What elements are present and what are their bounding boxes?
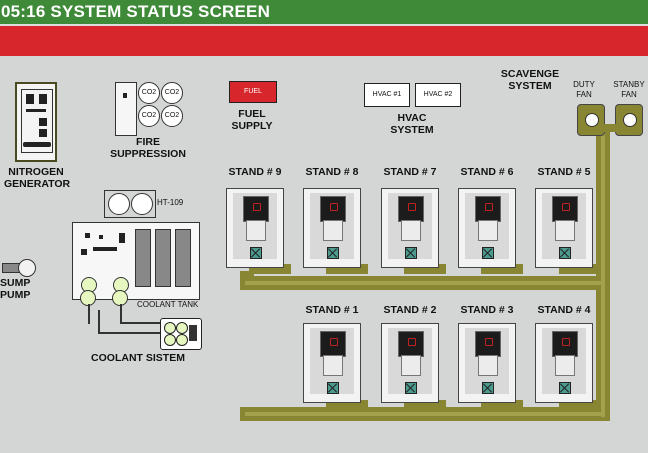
sump-label-line1: SUMP — [0, 277, 31, 289]
standby-fan-icon[interactable] — [615, 104, 643, 136]
coolant-tank[interactable] — [72, 222, 200, 300]
stand-3-label: STAND # 3 — [460, 304, 514, 316]
stand-2[interactable] — [381, 323, 439, 403]
stand-7-label: STAND # 7 — [383, 166, 437, 178]
coolant-tank-label: COOLANT TANK — [137, 300, 199, 309]
nitrogen-label-line2: GENERATOR — [4, 178, 71, 190]
stand-9[interactable] — [226, 188, 284, 268]
duty-fan-label-line2: FAN — [576, 90, 592, 99]
fire-label-line1: FIRE — [136, 136, 160, 148]
fire-label-line2: SUPPRESSION — [110, 148, 186, 160]
stand-3[interactable] — [458, 323, 516, 403]
stand-5[interactable] — [535, 188, 593, 268]
ht-109-label: HT-109 — [157, 198, 184, 207]
ht-109-unit-2 — [131, 193, 153, 215]
co2-tank-2: CO2 — [161, 82, 183, 104]
stand-8-label: STAND # 8 — [305, 166, 359, 178]
fuel-label-line1: FUEL — [238, 108, 266, 120]
hvac-2-unit[interactable]: HVAC #2 — [415, 83, 461, 107]
hvac-label-line2: SYSTEM — [390, 124, 434, 136]
sump-label-line2: PUMP — [0, 289, 31, 301]
stand-1[interactable] — [303, 323, 361, 403]
stand-6[interactable] — [458, 188, 516, 268]
scavenge-label-line1: SCAVENGE — [500, 68, 560, 80]
co2-tank-4: CO2 — [161, 105, 183, 127]
hvac-label-line1: HVAC — [397, 112, 427, 124]
fuel-label-line2: SUPPLY — [231, 120, 273, 132]
standby-fan-label-line1: STANBY — [613, 80, 645, 89]
co2-tank-3: CO2 — [138, 105, 160, 127]
header-divider — [0, 24, 648, 26]
standby-fan-label-line2: FAN — [621, 90, 637, 99]
stand-6-label: STAND # 6 — [460, 166, 514, 178]
stand-7[interactable] — [381, 188, 439, 268]
nitrogen-label-line1: NITROGEN — [8, 166, 64, 178]
coolant-system-label: COOLANT SISTEM — [91, 352, 185, 364]
stand-2-label: STAND # 2 — [383, 304, 437, 316]
stand-5-label: STAND # 5 — [537, 166, 591, 178]
sump-pump-icon[interactable] — [18, 259, 36, 277]
stand-4-label: STAND # 4 — [537, 304, 591, 316]
duty-fan-label-line1: DUTY — [573, 80, 595, 89]
stand-1-label: STAND # 1 — [305, 304, 359, 316]
stand-9-label: STAND # 9 — [228, 166, 282, 178]
ht-109-unit-1 — [108, 193, 130, 215]
fuel-button[interactable]: FUEL — [229, 81, 277, 103]
scavenge-label-line2: SYSTEM — [508, 80, 552, 92]
screen-title: 05:16 SYSTEM STATUS SCREEN — [1, 2, 271, 21]
coolant-pump-unit[interactable] — [160, 318, 202, 350]
alarm-bar[interactable] — [0, 26, 648, 56]
duty-fan-icon[interactable] — [577, 104, 605, 136]
co2-tank-1: CO2 — [138, 82, 160, 104]
hvac-1-unit[interactable]: HVAC #1 — [364, 83, 410, 107]
title-bar: 05:16 SYSTEM STATUS SCREEN — [0, 0, 648, 24]
stand-8[interactable] — [303, 188, 361, 268]
stand-4[interactable] — [535, 323, 593, 403]
